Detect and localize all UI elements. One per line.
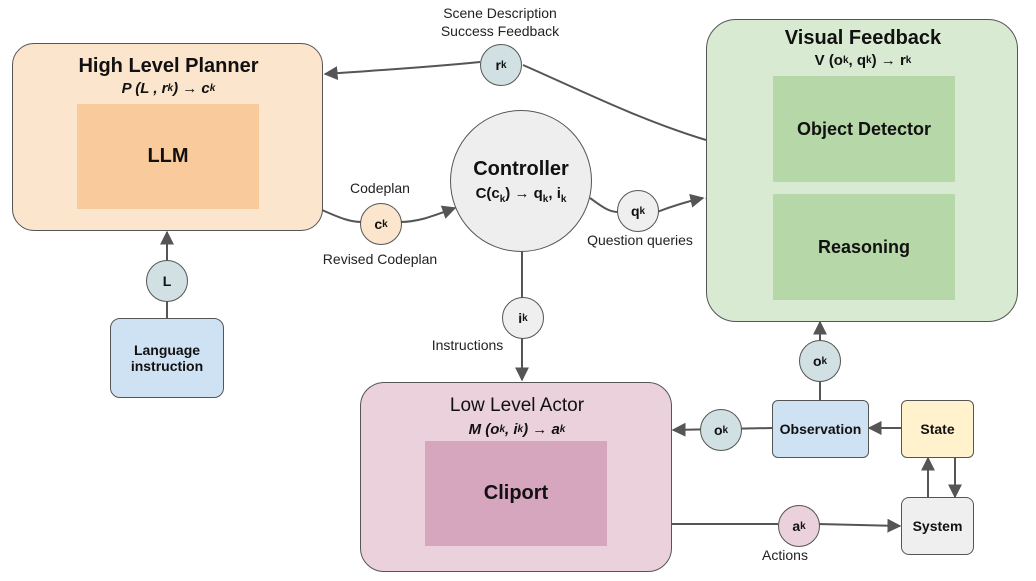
system-box: System [901, 497, 974, 555]
llm-box: LLM [77, 104, 259, 209]
edge-controller-to-visual [589, 198, 703, 213]
controller-title: Controller [473, 157, 569, 180]
label-actions: Actions [762, 547, 808, 563]
observation-box: Observation [772, 400, 869, 458]
edge-actor-to-system [672, 524, 900, 526]
reasoning-box: Reasoning [773, 194, 955, 300]
language-instruction-line2: instruction [130, 358, 204, 374]
cliport-box: Cliport [425, 441, 607, 546]
language-instruction-box: Language instruction [110, 318, 224, 398]
label-revised-codeplan: Revised Codeplan [322, 251, 438, 267]
planner-title: High Level Planner [78, 55, 259, 77]
edge-visual-to-planner [325, 62, 707, 141]
label-codeplan: Codeplan [350, 180, 410, 196]
controller-formula: C(ck) → qk, ik [475, 184, 567, 205]
label-question-queries: Question queries [587, 232, 693, 248]
visual-feedback-title: Visual Feedback [784, 27, 942, 49]
language-instruction-line1: Language [133, 342, 201, 358]
node-L: L [146, 260, 188, 302]
edge-planner-to-controller [321, 208, 455, 223]
object-detector-box: Object Detector [773, 76, 955, 182]
controller-circle: Controller C(ck) → qk, ik [450, 110, 592, 252]
state-box: State [901, 400, 974, 458]
label-success-feedback: Success Feedback [440, 23, 560, 39]
actor-title: Low Level Actor [449, 395, 585, 416]
label-instructions: Instructions [431, 337, 504, 353]
label-scene-description: Scene Description [443, 5, 557, 21]
